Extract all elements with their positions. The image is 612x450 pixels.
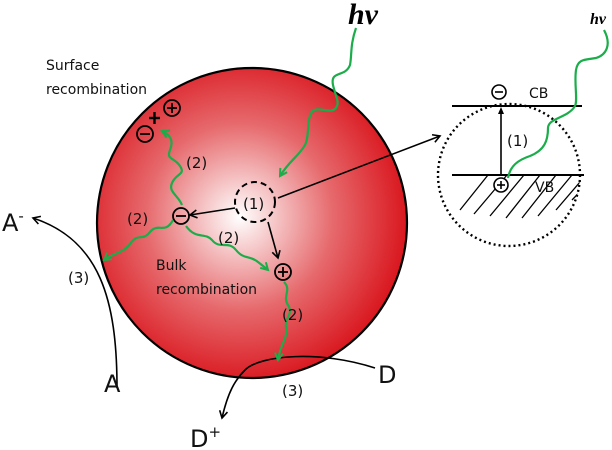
electron-center <box>172 207 190 225</box>
bulk-recombination-label-2: recombination <box>156 282 257 298</box>
surface-recombination-label-2: recombination <box>46 82 147 98</box>
surface-recombination-label: Surface <box>46 58 99 74</box>
vb-label: VB <box>535 180 554 196</box>
hole-bulk <box>274 263 292 281</box>
vb-hole <box>493 177 509 193</box>
zoom-pointer-arrow <box>277 133 442 199</box>
cb-electron <box>491 84 507 100</box>
acceptor-reduced-label: A- <box>2 207 24 237</box>
step3-label-acceptor: (3) <box>68 269 89 287</box>
surface-recombination-pair <box>136 99 181 143</box>
hole-to-donor-path <box>278 281 292 360</box>
reduction-arrow <box>31 215 118 389</box>
semiconductor-particle <box>95 66 409 380</box>
electron-to-acceptor-path <box>104 219 174 260</box>
step2-label-donor: (2) <box>282 306 303 324</box>
step1-label: (1) <box>243 195 264 213</box>
photon-label-small: hv <box>590 11 607 28</box>
donor-label: D <box>378 361 396 389</box>
step3-label-donor: (3) <box>282 382 303 400</box>
cb-label: CB <box>529 86 548 102</box>
electron-to-surface-path <box>162 131 184 206</box>
photon-path <box>280 27 358 176</box>
band-diagram-zoom: CB VB (1) hv <box>436 11 609 248</box>
photon-path-small <box>506 29 609 179</box>
step2-label-surface: (2) <box>186 154 207 172</box>
step1-band-label: (1) <box>507 132 528 150</box>
electron-bulk-path <box>185 225 268 270</box>
step2-label-bulk: (2) <box>218 229 239 247</box>
bulk-recombination-label: Bulk <box>156 258 187 274</box>
acceptor-label: A <box>104 370 121 398</box>
hole-separation-arrow <box>267 221 281 260</box>
step2-label-acceptor: (2) <box>127 210 148 228</box>
excitation-site <box>234 181 276 223</box>
valence-band-hatching <box>459 174 580 219</box>
oxidation-arrow <box>218 355 376 420</box>
electron-separation-arrow <box>188 207 236 219</box>
photon-label: hv <box>348 0 379 31</box>
donor-oxidized-label: D+ <box>190 423 221 450</box>
